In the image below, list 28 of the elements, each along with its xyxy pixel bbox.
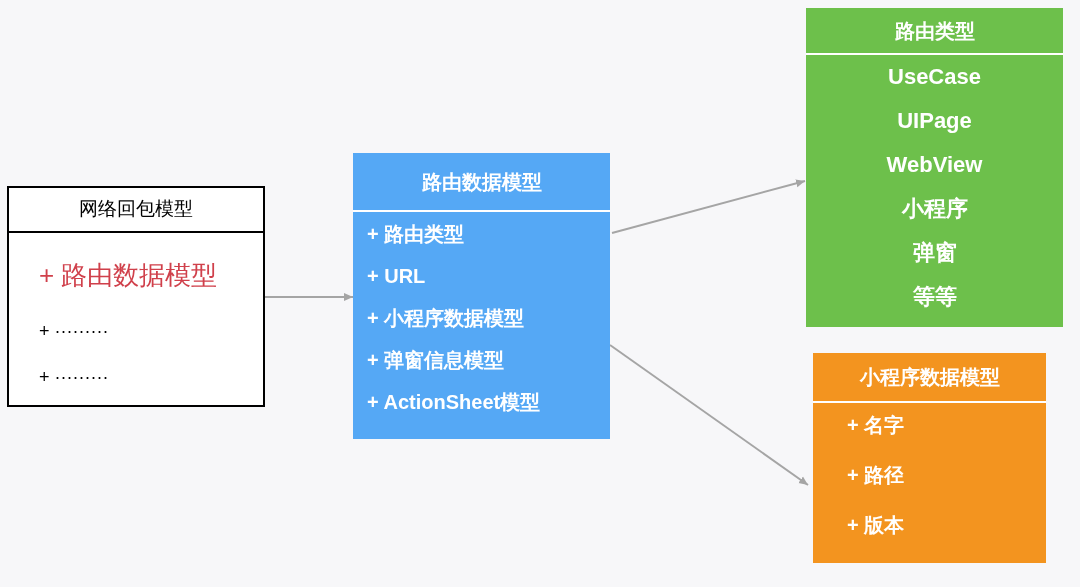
- field-text: + ·········: [39, 320, 109, 343]
- box-title: 小程序数据模型: [813, 353, 1046, 403]
- class-box: [353, 153, 610, 439]
- class-box: [806, 8, 1063, 327]
- field-text: + 弹窗信息模型: [367, 348, 505, 373]
- box-title: 网络回包模型: [9, 188, 263, 233]
- field-text: + 路由数据模型: [39, 261, 218, 289]
- arrow: [264, 293, 354, 301]
- field-text: + 小程序数据模型: [367, 306, 525, 331]
- field-text: + 路径: [847, 463, 905, 488]
- field-text: + 名字: [847, 413, 905, 438]
- field-text: + URL: [367, 264, 426, 289]
- arrow: [611, 179, 806, 234]
- field-text: UIPage: [896, 107, 973, 135]
- field-text: 弹窗: [911, 239, 958, 267]
- field-text: 等等: [911, 283, 958, 311]
- class-box: [813, 353, 1046, 563]
- field-text: + 路由类型: [367, 222, 465, 247]
- field-text: UseCase: [887, 63, 982, 91]
- field-text: + ActionSheet模型: [367, 390, 541, 415]
- arrow: [609, 344, 809, 486]
- class-box: [7, 186, 265, 407]
- box-title: 路由数据模型: [353, 153, 610, 212]
- box-title: 路由类型: [806, 8, 1063, 55]
- field-text: + 版本: [847, 513, 905, 538]
- field-text: 小程序: [900, 195, 969, 223]
- field-text: WebView: [885, 151, 984, 179]
- field-text: + ·········: [39, 366, 109, 389]
